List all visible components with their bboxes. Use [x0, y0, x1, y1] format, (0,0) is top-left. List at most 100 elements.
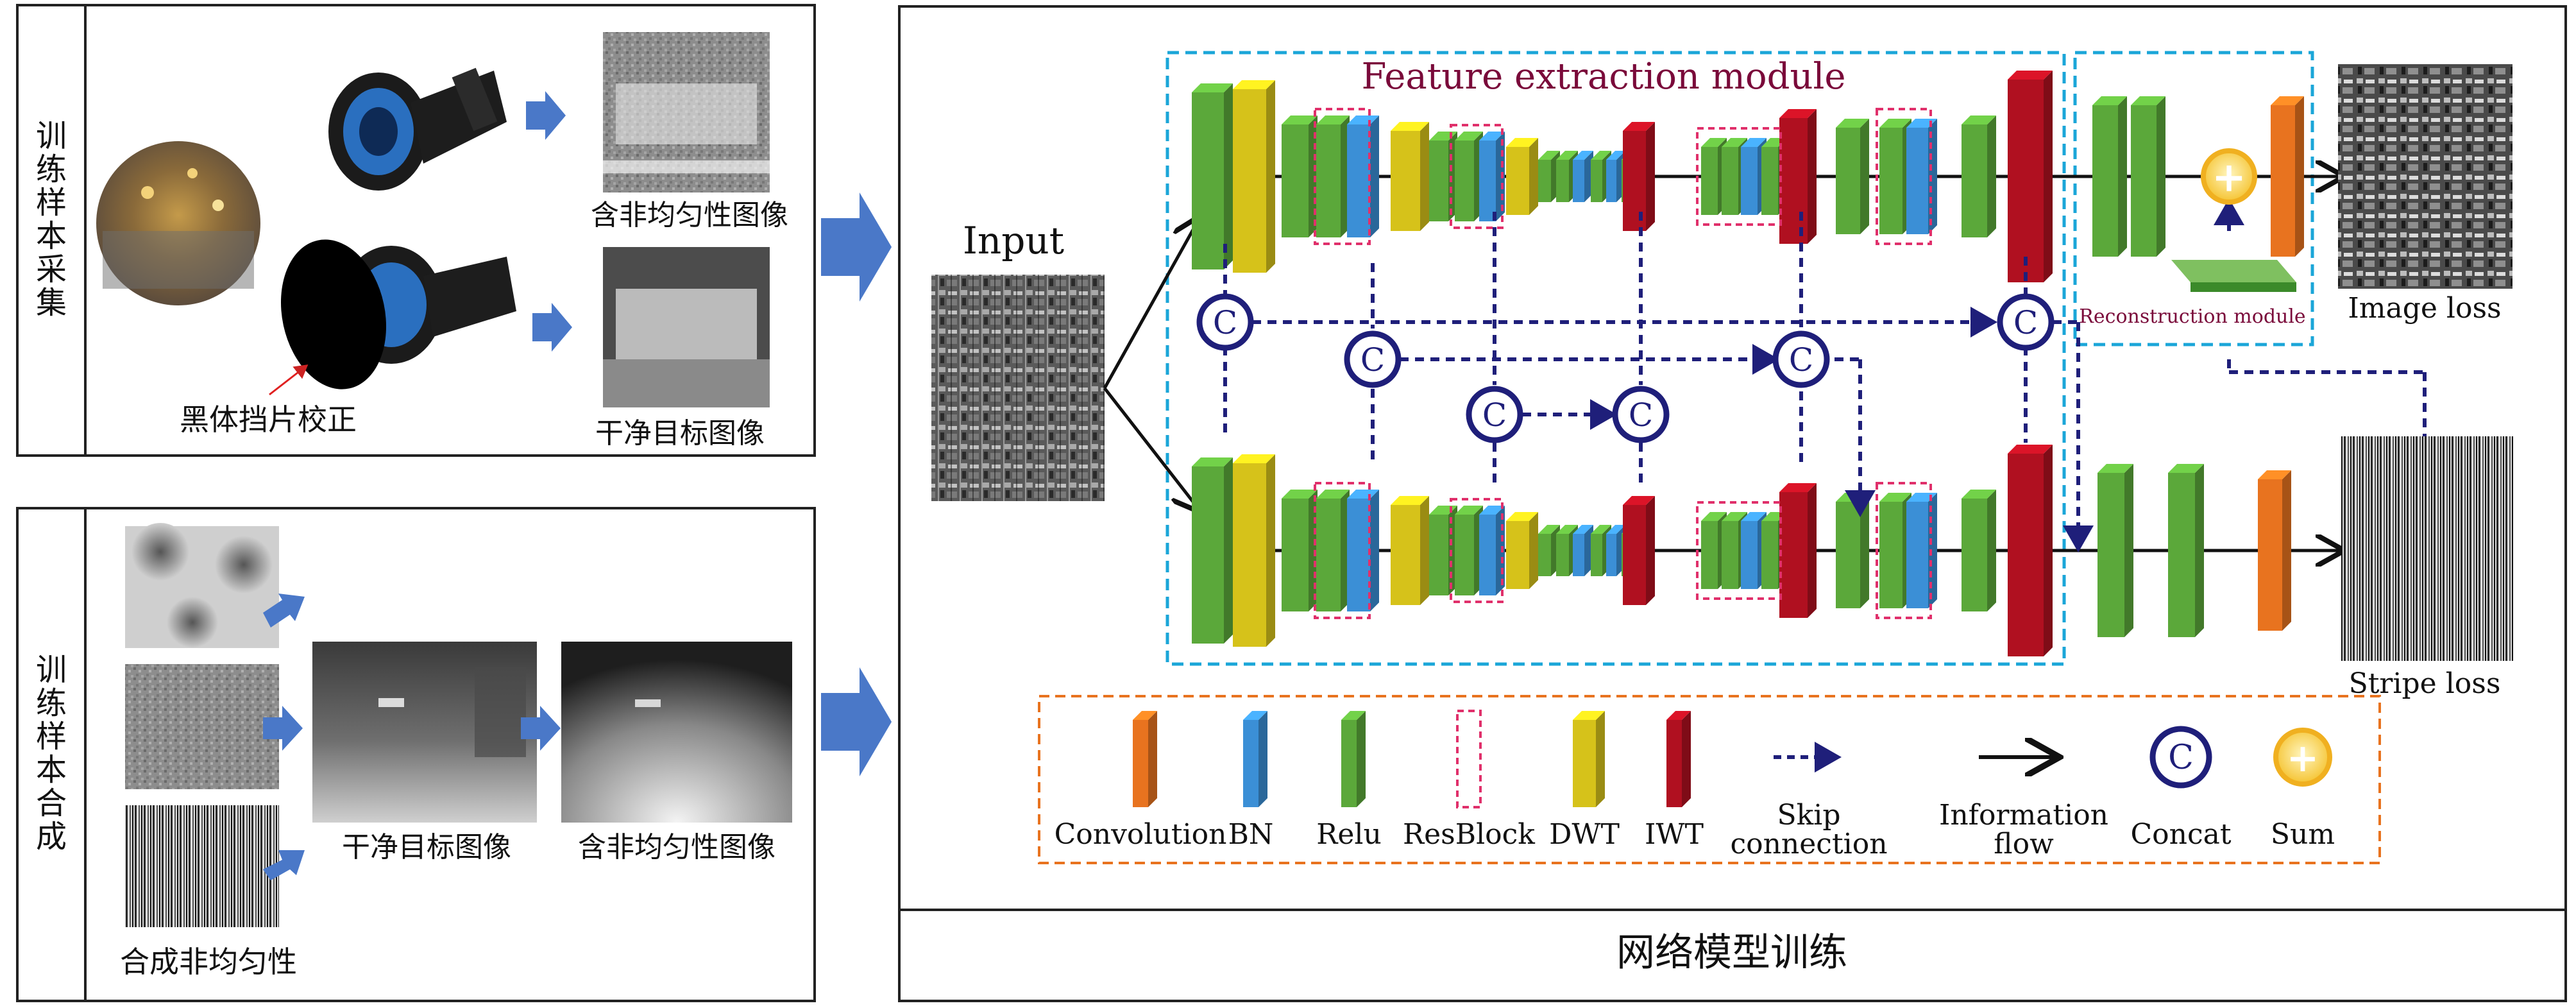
relu-layer-block [1192, 83, 1233, 269]
sum-legend-icon [2273, 728, 2332, 787]
resblock-group-outline [1450, 498, 1504, 603]
synthesis-nonuniform-thumbnail [561, 642, 792, 823]
reconstruction-module-label: Reconstruction module [2079, 305, 2305, 328]
stripe-pattern-thumbnail [125, 805, 279, 927]
resblock-legend-icon [1456, 710, 1482, 808]
flow-arrow-icon [526, 91, 566, 140]
iwt-layer-block [1779, 483, 1817, 618]
synth-clean-caption: 干净目标图像 [342, 831, 511, 864]
legend-item: Convolution [1055, 711, 1227, 851]
synth-caption: 合成非均匀性 [120, 944, 297, 979]
resblock-group-outline [1876, 482, 1932, 619]
synthesis-clean-thumbnail [312, 642, 537, 823]
sum-legend-symbol: + [2287, 736, 2319, 781]
input-flow-arrow-upper [1103, 218, 1199, 389]
legend-label: Sum [2271, 818, 2335, 851]
legend-label: Concat [2130, 818, 2231, 851]
concat-icon: C [1344, 330, 1402, 388]
scene-photo [96, 141, 260, 305]
dwt-layer-block [1391, 122, 1429, 231]
flow-arrow-icon [263, 850, 305, 880]
nonuniform-image-thumbnail [603, 32, 770, 192]
svg-text:+: + [2212, 153, 2246, 201]
reconstruction-module-border [2073, 51, 2314, 346]
relu-layer-block [1429, 506, 1457, 595]
conv-layer-block [2258, 470, 2291, 631]
resblock-group-outline [1314, 482, 1371, 619]
pointer-arrow [269, 364, 309, 396]
dwt-layer-block [1233, 80, 1275, 273]
iwt-layer-block [2008, 445, 2053, 656]
side-char: 采 [36, 252, 67, 287]
relu-layer-block [1192, 457, 1233, 644]
legend-item: Relu [1316, 711, 1382, 851]
flow-arrow-icon [263, 594, 305, 628]
relu-layer-block [1455, 132, 1483, 221]
concat-legend-symbol: C [2168, 739, 2194, 777]
legend-label: Convolution [1055, 818, 1227, 851]
bn-legend-icon [1243, 711, 1267, 807]
svg-text:C: C [1482, 397, 1507, 434]
bn-layer-block [1573, 525, 1593, 576]
relu-layer-block [2131, 96, 2165, 257]
concat-icon: C [1772, 330, 1830, 388]
legend-item: + Sum [2271, 728, 2335, 851]
iwt-legend-icon [1666, 711, 1691, 807]
relu-layer-block [1836, 493, 1869, 608]
concat-legend-icon [2149, 726, 2212, 789]
iwt-layer-block [2008, 71, 2053, 282]
flow-arrow-icon [521, 706, 561, 751]
svg-text:C: C [1360, 341, 1385, 379]
side-label-synthesis: 训 练 样 本 合 成 [36, 652, 67, 855]
input-label: Input [963, 219, 1064, 262]
iwt-layer-block [1623, 496, 1655, 605]
resblock-group-outline [1876, 108, 1932, 245]
side-char: 练 [36, 151, 67, 187]
resblock-group-outline [1450, 124, 1504, 229]
side-char: 练 [36, 685, 67, 721]
side-char: 本 [36, 752, 67, 788]
legend-label: BN [1228, 818, 1274, 851]
panel-sample-collection: 训 练 样 本 采 集 黑 [16, 4, 816, 457]
image-loss-label: Image loss [2348, 292, 2501, 325]
reconstruction-plate [2171, 260, 2296, 292]
side-char: 成 [36, 819, 67, 855]
stripe-loss-label: Stripe loss [2349, 667, 2501, 700]
conv-legend-icon [1133, 711, 1157, 807]
panel-sample-synthesis: 训 练 样 本 合 成 合成非均匀性 干净目标图像 [16, 507, 816, 1002]
camera-lens-icon [328, 67, 507, 191]
side-char: 训 [36, 118, 67, 154]
relu-legend-icon [1341, 711, 1366, 807]
lower-branch-layers [1192, 445, 2291, 656]
resblock-group-outline [1314, 108, 1371, 245]
feature-module-label: Feature extraction module [1361, 56, 1845, 98]
dwt-layer-block [1233, 454, 1275, 647]
low-frequency-pattern-thumbnail [125, 523, 279, 648]
skip-connections [1223, 198, 2427, 552]
flow-arrow-icon [263, 706, 303, 751]
legend-item: BN [1228, 711, 1274, 851]
concat-icon: C [1466, 386, 1523, 443]
output-stripe-thumbnail [2341, 436, 2513, 661]
legend-item: DWT [1549, 711, 1620, 851]
side-char: 本 [36, 218, 67, 254]
resblock-group-outline [1696, 127, 1782, 226]
concat-icon: C [1997, 293, 2055, 351]
input-image-thumbnail [931, 275, 1105, 501]
side-char: 样 [36, 185, 67, 221]
relu-layer-block [2092, 96, 2127, 257]
bn-layer-block [1347, 115, 1379, 237]
relu-layer-block [2168, 464, 2204, 637]
concat-nodes: C C C C C C [1196, 293, 2055, 443]
relu-layer-block [2097, 464, 2133, 637]
legend-label: DWT [1549, 818, 1620, 851]
relu-layer-block [1962, 490, 1996, 611]
clean-image-thumbnail [603, 247, 770, 407]
relu-layer-block [1455, 506, 1483, 595]
relu-layer-block [1316, 115, 1350, 237]
relu-layer-block [1282, 115, 1318, 237]
legend-label: Skip [1777, 799, 1840, 832]
